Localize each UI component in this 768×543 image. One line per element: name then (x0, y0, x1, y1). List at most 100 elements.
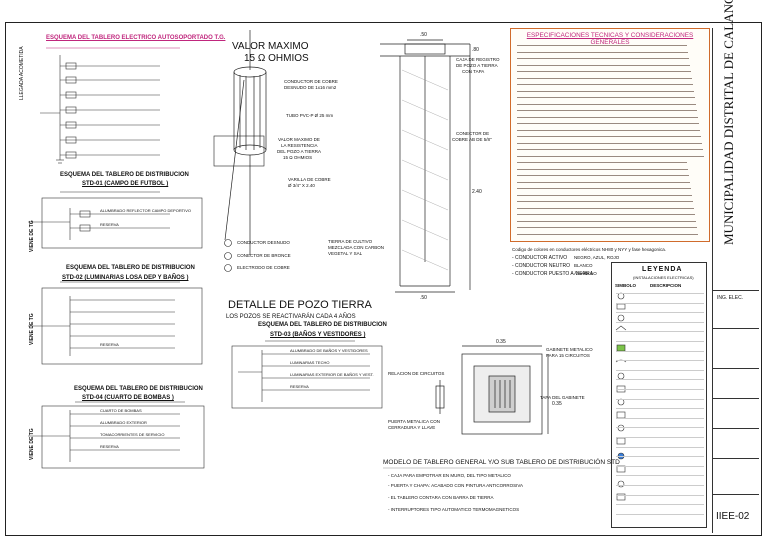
legend-row-line (616, 485, 704, 486)
spec-text-line (517, 227, 697, 228)
spec-text-line (517, 188, 691, 189)
legend-row-line (616, 302, 704, 304)
tablero-dim-top: 0.35 (496, 339, 506, 345)
tablero-label-4: PUERTA METALICA CON (388, 419, 441, 424)
tablero-label-2: PARA 15 CIRCUITOS (546, 353, 590, 358)
color-neutral-value: BLANCO (574, 263, 593, 268)
spec-text-line (517, 110, 697, 111)
std02-side-label: VIENE DE TG (29, 313, 35, 345)
pozo-valor4: LA RESISTENCIA (281, 143, 318, 148)
note-2: - PUERTA Y CHAPA: ACABADO CON PINTURA AN… (388, 483, 524, 488)
legend-subtitle: (INSTALACIONES ELECTRICAS) (633, 275, 694, 280)
legend-row-line (616, 494, 704, 496)
spec-text-line (517, 233, 698, 235)
legend-row-line (616, 321, 704, 323)
legend-row-line (616, 312, 704, 314)
spec-text-line (517, 84, 693, 85)
spec-text-line (517, 123, 699, 124)
spec-text-line (517, 136, 701, 137)
spec-text-line (517, 58, 689, 59)
legend-row-line (616, 437, 704, 438)
pozo-caja-2: DE POZO A TIERRA (456, 63, 498, 68)
tablero-label-1: GABINETE METALICO (546, 347, 593, 352)
specifications-box: ESPECIFICACIONES TECNICAS Y CONSIDERACIO… (510, 28, 710, 242)
pozo-tubo: TUBO PVC-P Ø 25 mm (286, 113, 334, 118)
std03-subtitle: STD-03 (BAÑOS Y VESTIDORES ) (270, 332, 366, 338)
spec-text-line (517, 45, 687, 46)
spec-text-line (517, 64, 690, 66)
legend-row-line (616, 465, 704, 467)
color-active-value: NEGRO, AZUL, ROJO (574, 255, 620, 260)
pozo-legend-b: CONECTOR DE BRONCE (237, 253, 291, 258)
legend-row-line (616, 475, 704, 477)
title-block (712, 28, 759, 533)
pozo-valor3: VALOR MAXIMO DE (278, 137, 320, 142)
legend-row-line (616, 379, 704, 381)
std04-side-label: VIENE DE TG (29, 428, 35, 460)
spec-text-line (517, 168, 688, 170)
color-ground: - CONDUCTOR PUESTO A TIERRA (512, 271, 594, 277)
spec-text-line (517, 162, 687, 163)
note-4: - INTERRUPTORES TIPO AUTOMATICO TERMOMAG… (388, 507, 520, 512)
spec-text-line (517, 97, 695, 98)
spec-text-line (517, 90, 694, 92)
pozo-legend-a: CONDUCTOR DESNUDO (237, 240, 290, 245)
engineer-stamp: ING. ELEC. (717, 295, 744, 301)
pozo-varilla-2: Ø 3/4" X 2.40 (288, 183, 315, 188)
spec-text-line (517, 142, 702, 144)
pozo-valor5: DEL POZO A TIERRA (277, 149, 322, 154)
legend-row-line (616, 341, 704, 342)
spec-text-line (517, 51, 688, 53)
std01-title: ESQUEMA DEL TABLERO DE DISTRIBUCION (60, 172, 189, 178)
sheet-code: IIEE-02 (716, 511, 750, 522)
std04-title: ESQUEMA DEL TABLERO DE DISTRIBUCION (74, 386, 203, 392)
spec-text-line (517, 194, 692, 196)
pozo-conector-2: COBRE AB DE 5/8" (452, 137, 492, 142)
pozo-dim-top: .50 (420, 32, 427, 38)
legend-row-line (616, 427, 704, 429)
std03-circuit-1: ALUMBRADO DE BAÑOS Y VESTIDORES (290, 348, 368, 353)
legend-row-line (616, 417, 704, 419)
spec-text-line (517, 103, 696, 105)
std04-circuit-3: TOMACORRIENTES DE SERVICIO (100, 432, 165, 437)
tg-side-label: LLEGADA ACOMETIDA (19, 46, 25, 100)
legend-row-line (616, 389, 704, 390)
legend-row-line (616, 446, 704, 448)
tg-scheme-title: ESQUEMA DEL TABLERO ELECTRICO AUTOSOPORT… (46, 35, 226, 41)
std03-title: ESQUEMA DEL TABLERO DE DISTRIBUCION (258, 322, 387, 328)
note-1: - CAJA PARA EMPOTRAR EN MURO, DEL TIPO M… (388, 473, 511, 478)
pozo-caja: CAJA DE REGISTRO (456, 57, 500, 62)
color-ground-value: AMARILLO (574, 271, 597, 276)
legend-title: LEYENDA (642, 266, 683, 273)
pozo-varilla: VARILLA DE COBRE (288, 177, 331, 182)
legend-col-description: DESCRIPCION (650, 283, 682, 288)
spec-text-line (517, 116, 698, 118)
std02-subtitle: STD-02 (LUMINARIAS LOSA DEP Y BAÑOS ) (62, 275, 189, 281)
pozo-subtitle: LOS POZOS SE REACTIVARÁN CADA 4 AÑOS (226, 314, 356, 320)
legend-col-symbol: SIMBOLO (615, 283, 636, 288)
legend-row-line (616, 513, 704, 515)
tablero-label-3: TAPA DEL GABINETE (540, 395, 585, 400)
pozo-conductor: CONDUCTOR DE COBRE (284, 79, 338, 84)
legend-row-line (616, 408, 704, 410)
std03-circuit-3: LUMINARIAS EXTERIOR DE BAÑOS Y VEST. (290, 372, 374, 377)
note-3: - EL TABLERO CONTARA CON BARRA DE TIERRA (388, 495, 494, 500)
pozo-title: DETALLE DE POZO TIERRA (228, 299, 372, 311)
specifications-title: ESPECIFICACIONES TECNICAS Y CONSIDERACIO… (526, 32, 694, 46)
legend-row-line (616, 398, 704, 400)
pozo-dim-80: .80 (472, 47, 479, 53)
pozo-dim-bottom: .50 (420, 295, 427, 301)
spec-text-line (517, 201, 693, 202)
legend-row-line (616, 369, 704, 371)
std04-subtitle: STD-04 (CUARTO DE BOMBAS ) (82, 395, 174, 401)
pozo-tierra-3: VEGETAL Y SAL (328, 251, 363, 256)
pozo-legend-c: ELECTRODO DE COBRE (237, 265, 290, 270)
pozo-valor6: 15 Ω OHMIOS (283, 155, 313, 160)
std04-circuit-2: ALUMBRADO EXTERIOR (100, 420, 147, 425)
std01-reserve: RESERVA (100, 222, 119, 227)
std04-reserve: RESERVA (100, 444, 119, 449)
std03-circuit-2: LUMINARIAS TECHO (290, 360, 330, 365)
spec-text-line (517, 129, 700, 131)
